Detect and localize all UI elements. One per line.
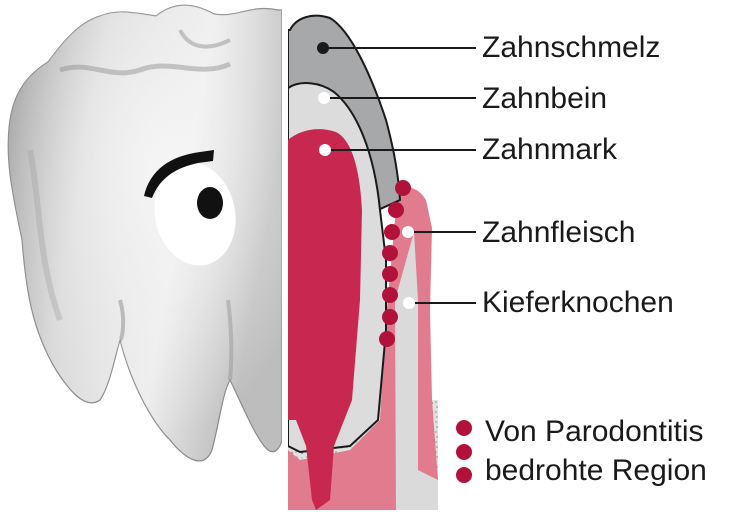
label-dentin: Zahnbein	[482, 84, 607, 114]
label-gum: Zahnfleisch	[482, 218, 635, 248]
legend-line-2: bedrohte Region	[485, 456, 707, 486]
tooth-cross-section	[282, 0, 438, 510]
legend-line-1: Von Parodontitis	[485, 417, 703, 447]
label-enamel: Zahnschmelz	[482, 33, 660, 63]
legend-dots	[456, 420, 472, 483]
label-pulp: Zahnmark	[482, 135, 617, 165]
label-jawbone: Kieferknochen	[482, 288, 674, 318]
tooth-cartoon-icon	[8, 5, 282, 461]
